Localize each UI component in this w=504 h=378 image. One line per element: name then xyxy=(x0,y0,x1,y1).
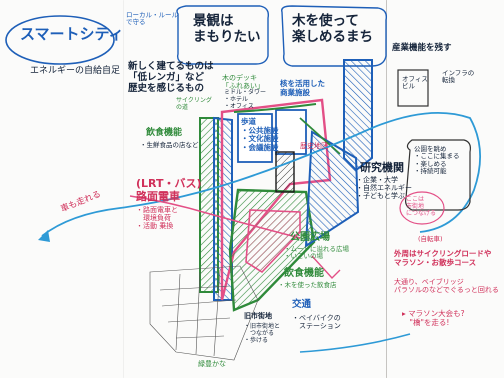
tram-route xyxy=(129,195,301,239)
cycling-note: サイクリング の道 xyxy=(176,97,212,111)
cycling-loop xyxy=(41,111,482,237)
right-note-bubble xyxy=(405,139,471,211)
ring-road-label: 歴史地区 xyxy=(300,142,328,150)
green-path-diag xyxy=(299,117,341,155)
research-sub: ・企業・大学 ・自然エネルギー ・子どもと学ぶ xyxy=(356,176,412,201)
office-building-label: オフィス ビル xyxy=(402,75,428,91)
wood-bubble xyxy=(281,5,388,67)
old-area-sub: ・旧市街地と つながる ・歩ける xyxy=(244,323,281,344)
dining-bottom-sub: ・木を使った飲食店 xyxy=(278,281,337,289)
top-right-industrial xyxy=(343,59,373,172)
cycling-arrow xyxy=(38,230,50,242)
landscape-rule-note: ローカル・ルール で守る xyxy=(126,11,178,27)
transit-sub: ・ベイバイクの ステーション xyxy=(292,314,341,331)
bottom-area-label: 緑豊かな xyxy=(198,360,226,368)
infra-label: インフラの 転換 xyxy=(442,69,475,85)
station-block-text: 歩道 ・公共施設 ・文化施設 ・会議施設 xyxy=(241,117,279,152)
red-arrow xyxy=(311,255,341,280)
bike-title: (自転車) xyxy=(418,235,443,243)
transit-title: 交通 xyxy=(292,299,312,310)
right-note-text: 公園を眺め ・ここに集まる ・楽しめる ・持続可能 xyxy=(414,145,460,176)
tower-block xyxy=(275,151,295,193)
office-building-sketch xyxy=(397,69,429,107)
park-sub: ・ムードに溢れる広場 ・いこいの場 xyxy=(284,245,349,261)
page-title: スマートシティ xyxy=(20,25,124,43)
green-path-top xyxy=(233,103,317,113)
old-town-sketch xyxy=(149,265,259,361)
old-area-title: 旧市街地 xyxy=(244,312,272,320)
mixed-bubble xyxy=(399,191,445,225)
top-right-header: 産業機能を残す xyxy=(392,43,452,53)
park-inner xyxy=(245,209,301,274)
wood-notes: 木のデッキ 「ふれあい」 xyxy=(222,74,264,91)
dining-area-sub: ・生鮮食品の店など xyxy=(140,141,199,149)
bike-text-2: 大通り、ベイブリッジ パラソルのなどでぐるっと回れる xyxy=(394,278,499,295)
river-edge xyxy=(299,333,411,353)
wood-bubble-text: 木を使って 楽しめるまち xyxy=(292,13,373,45)
landscape-bubble xyxy=(176,5,270,65)
tram-route-sub: ・路面電車と 環境負荷 ・活動 乗換 xyxy=(136,206,178,231)
page-subtitle: エネルギーの自給自足 xyxy=(30,66,121,76)
dining-area-title: 飲食機能 xyxy=(146,128,183,138)
left-block-title: 新しく建てるものは 「低レンガ」など 歴史を感じるもの xyxy=(128,61,214,94)
title-circle xyxy=(5,15,115,65)
research-title: 研究機関 xyxy=(360,161,404,174)
park-title: 公園広場 xyxy=(290,232,330,243)
research-area xyxy=(304,130,360,248)
bike-text: 外周はサイクリングロードや マラソン・お散歩コース xyxy=(394,249,492,267)
landscape-bubble-text: 景観は まもりたい xyxy=(193,13,261,45)
paper-sheet-left xyxy=(0,0,124,378)
tram-route-title: (LRT・バス) 路面電車 xyxy=(136,177,202,203)
bike-note: ▸ マラソン大会も? "橋"を走る! xyxy=(402,309,465,327)
station-block xyxy=(237,113,273,163)
mixed-bubble-text: ここは 市街地 につなげる xyxy=(406,196,437,217)
upper-box-text: 核を活用した 商業施設 xyxy=(280,79,325,97)
dining-bottom-title: 飲食機能 xyxy=(284,268,324,279)
middle-tower-label: ミドル・タワー ・ホテル ・オフィス xyxy=(224,89,267,110)
